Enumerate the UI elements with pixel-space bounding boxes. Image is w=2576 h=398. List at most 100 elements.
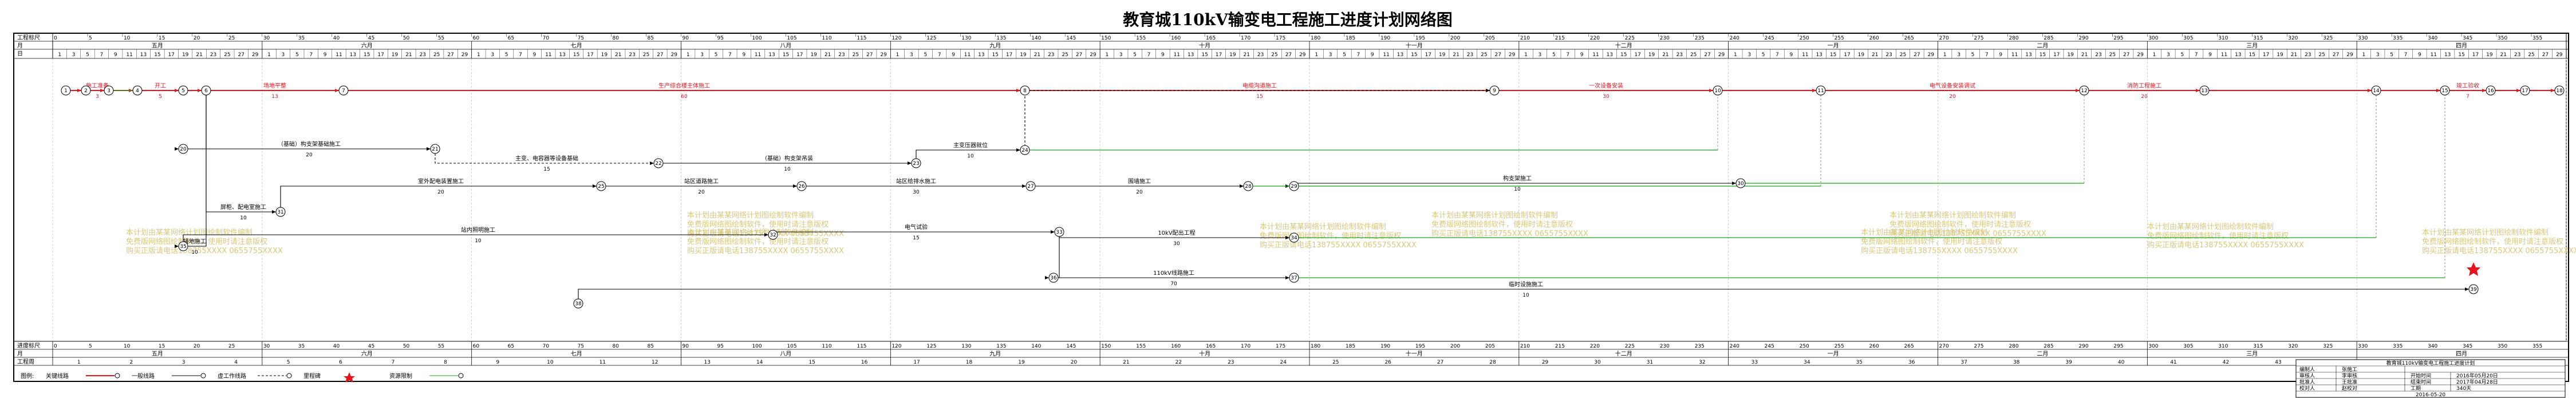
scale-number: 215: [1555, 36, 1565, 41]
event-node[interactable]: 20: [178, 144, 188, 154]
node-circle: [2520, 85, 2530, 96]
day-label: 5: [2390, 52, 2393, 58]
day-label: 25: [2109, 52, 2116, 58]
event-node[interactable]: 34: [1289, 233, 1299, 243]
arrow-head: [2196, 89, 2200, 92]
title-block-value: 340天: [2456, 386, 2471, 392]
event-node[interactable]: 3: [104, 85, 114, 96]
event-node[interactable]: 16: [2486, 85, 2496, 96]
event-node[interactable]: 9: [1489, 85, 1500, 96]
event-node[interactable]: 28: [1243, 181, 1253, 191]
scale-number: 65: [508, 36, 514, 41]
event-node[interactable]: 8: [1020, 85, 1030, 96]
event-node[interactable]: 32: [768, 230, 778, 240]
event-node[interactable]: 22: [653, 158, 664, 168]
event-node[interactable]: 1: [61, 85, 71, 96]
event-node[interactable]: 35: [178, 241, 188, 251]
task-name: 开工: [155, 83, 166, 89]
footer-scale-number: 330: [2358, 344, 2368, 349]
node-number: 33: [1056, 230, 1062, 235]
event-node[interactable]: 14: [2371, 85, 2381, 96]
watermark-line: 免费版网络图绘制软件，使用时请注意版权: [687, 237, 829, 246]
event-node[interactable]: 13: [2199, 85, 2210, 96]
event-node[interactable]: 4: [132, 85, 143, 96]
diagram-frame: [13, 33, 2569, 382]
scale-number: 110: [822, 36, 831, 41]
node-number: 31: [277, 210, 283, 215]
footer-scale-number: 320: [2288, 344, 2298, 349]
critical-arrow: [2530, 89, 2555, 92]
day-label: 29: [2346, 52, 2353, 58]
event-node[interactable]: 30: [1735, 178, 1746, 188]
node-number: 10: [1714, 88, 1721, 94]
task-name: 室外配电装置施工: [418, 178, 464, 185]
day-label: 13: [350, 52, 356, 58]
event-node[interactable]: 23: [911, 158, 921, 168]
day-label: 15: [1411, 52, 1417, 58]
footer-month-label: 八月: [780, 350, 791, 357]
footer-scale-number: 280: [2009, 344, 2018, 349]
day-label: 29: [1509, 52, 1516, 58]
day-label: 9: [1371, 52, 1374, 58]
task-duration: 20: [1949, 94, 1956, 100]
day-label: 7: [519, 52, 522, 58]
scale-number: 230: [1660, 36, 1670, 41]
footer-scale-number: 85: [648, 344, 654, 349]
task-name: 电缆沟道施工: [1242, 82, 1277, 89]
node-number: 38: [575, 301, 582, 307]
node-circle: [430, 144, 440, 154]
scale-number: 275: [1974, 36, 1983, 41]
scale-number: 10: [124, 36, 131, 41]
event-node[interactable]: 36: [1048, 273, 1059, 283]
event-node[interactable]: 7: [338, 85, 349, 96]
milestone-star-icon: [2467, 262, 2480, 276]
event-node[interactable]: 25: [596, 181, 606, 191]
watermark-block: 本计划由某某网络计划图绘制软件编制免费版网络图绘制软件，使用时请注意版权购买正版…: [2422, 228, 2576, 255]
event-node[interactable]: 10: [1713, 85, 1723, 96]
day-label: 13: [1816, 52, 1822, 58]
event-node[interactable]: 29: [1289, 181, 1299, 191]
event-node[interactable]: 31: [275, 207, 286, 217]
day-label: 9: [1161, 52, 1165, 58]
day-label: 7: [1776, 52, 1779, 58]
node-number: 37: [1291, 275, 1297, 281]
node-number: 16: [2487, 88, 2494, 94]
event-node[interactable]: 12: [2079, 85, 2089, 96]
event-node[interactable]: 39: [2468, 284, 2479, 294]
arrow-head: [2076, 89, 2080, 92]
day-label: 25: [2528, 52, 2534, 58]
day-label: 5: [1762, 52, 1765, 58]
event-node[interactable]: 17: [2520, 85, 2530, 96]
event-node[interactable]: 38: [573, 298, 583, 309]
event-node[interactable]: 33: [1054, 227, 1064, 237]
week-number: 19: [1018, 360, 1025, 365]
event-node[interactable]: 18: [2554, 85, 2565, 96]
node-circle: [1489, 85, 1500, 96]
legend-node-sample: [286, 373, 292, 379]
event-node[interactable]: 2: [81, 85, 91, 96]
event-node[interactable]: 6: [201, 85, 211, 96]
scale-number: 190: [1380, 36, 1390, 41]
month-label: 一月: [1828, 42, 1839, 49]
event-node[interactable]: 15: [2440, 85, 2450, 96]
event-node[interactable]: 24: [1020, 145, 1030, 155]
title-block-value: 2017年04月28日: [2456, 379, 2498, 385]
task-name: 10kV配出工程: [1158, 229, 1195, 237]
day-label: 15: [573, 52, 579, 58]
watermark-block: 本计划由某某网络计划图绘制软件编制免费版网络图绘制软件，使用时请注意版权购买正版…: [1889, 211, 2046, 238]
event-node[interactable]: 27: [1025, 181, 1036, 191]
node-number: 39: [2470, 287, 2477, 293]
event-node[interactable]: 26: [796, 181, 807, 191]
scale-number: 145: [1066, 36, 1076, 41]
critical-arrow: [70, 89, 81, 92]
event-node[interactable]: 37: [1289, 273, 1299, 283]
day-label: 15: [2458, 52, 2464, 58]
task-name: 站内照明施工: [461, 226, 495, 234]
event-node[interactable]: 5: [178, 85, 188, 96]
event-node[interactable]: 21: [430, 144, 440, 154]
event-node[interactable]: 11: [1816, 85, 1826, 96]
